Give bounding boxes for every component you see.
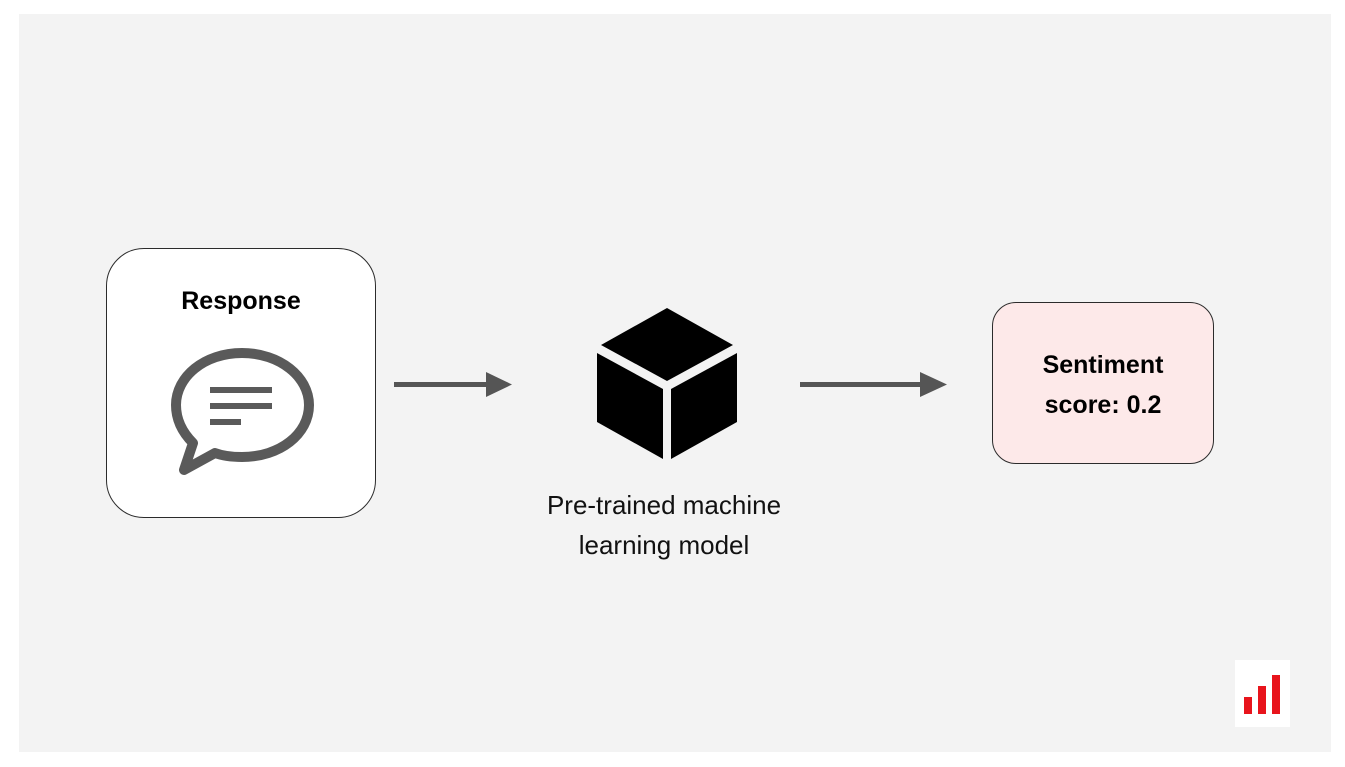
sentiment-score-card: Sentiment score: 0.2 bbox=[992, 302, 1214, 464]
model-label-line-2: learning model bbox=[578, 530, 750, 560]
score-value: score: 0.2 bbox=[1044, 391, 1162, 419]
brand-logo bbox=[1235, 660, 1290, 727]
model-label-line-1: Pre-trained machine bbox=[546, 490, 782, 520]
sentiment-label: Sentiment bbox=[1042, 351, 1164, 379]
bar-chart-logo bbox=[1244, 675, 1280, 714]
speech-bubble-icon bbox=[171, 348, 314, 475]
model-label: Pre-trained machine learning model bbox=[519, 485, 809, 565]
sentiment-score-text: Sentiment score: 0.2 bbox=[993, 345, 1213, 425]
response-card: Response bbox=[106, 248, 376, 518]
diagram-canvas: Response Pre-trained machine learning mo… bbox=[19, 14, 1331, 752]
cube-icon bbox=[597, 308, 737, 459]
response-title: Response bbox=[181, 287, 301, 315]
output-arrow bbox=[800, 372, 947, 397]
input-arrow bbox=[394, 372, 512, 397]
